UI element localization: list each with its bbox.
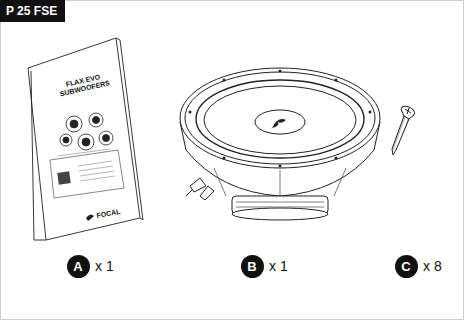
callout-letter: B xyxy=(241,255,264,278)
subwoofer-driver xyxy=(180,68,380,220)
screw xyxy=(392,104,416,155)
quantity: x 1 xyxy=(95,258,114,274)
quantity: x 1 xyxy=(269,258,288,274)
callout-letter-text: C xyxy=(401,260,410,273)
callout-letter-text: A xyxy=(73,260,82,273)
callout-letter: A xyxy=(67,255,90,278)
model-tab: P 25 FSE xyxy=(0,0,65,22)
quantity: x 8 xyxy=(423,258,442,274)
callout-letter: C xyxy=(395,255,418,278)
manual-booklet xyxy=(28,38,143,240)
callout-letter-text: B xyxy=(247,260,256,273)
